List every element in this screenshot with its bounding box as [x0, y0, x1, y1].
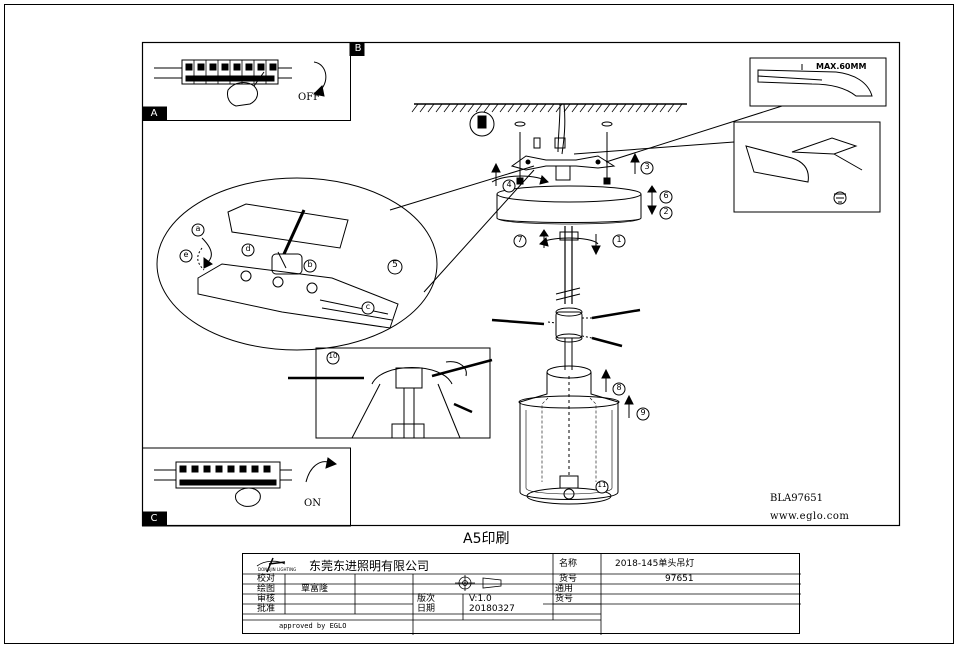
logo-text: DONGJIN LIGHTING [258, 567, 297, 572]
callout-6: 6 [663, 191, 669, 200]
mounting-bracket [510, 155, 616, 181]
panel-b-letter: B [354, 43, 362, 54]
max-length-label: MAX.60MM [816, 62, 867, 71]
sub-d-circle [241, 243, 255, 257]
callout-10-circle [326, 351, 340, 365]
outer-frame [4, 4, 954, 644]
detail-glass-fixing [288, 347, 493, 439]
ceiling [411, 103, 687, 113]
company-name: 东莞东进照明有限公司 [309, 559, 430, 573]
sub-callout-b: b [307, 260, 313, 269]
callout-1-circle [612, 234, 626, 248]
callout-1: 1 [616, 235, 622, 244]
panel-a-letter: A [150, 108, 158, 119]
off-label: OFF [298, 92, 321, 103]
detail-max-length [749, 57, 887, 107]
callout-3-circle [640, 161, 654, 175]
callout-4: 4 [506, 180, 512, 189]
callout-7-circle [513, 234, 527, 248]
sub-callout-c: c [365, 302, 371, 311]
version: V:1.0 [469, 594, 492, 604]
callout-8: 8 [616, 383, 622, 392]
title-block-grid [243, 554, 801, 635]
website: www.eglo.com [770, 511, 850, 522]
callout-7: 7 [517, 235, 523, 244]
approved-by: approved by EGLO [279, 622, 347, 630]
item-no: 97651 [665, 574, 694, 584]
callout-2-circle [659, 206, 673, 220]
sub-callout-e: e [183, 250, 189, 259]
sub-c-circle [361, 301, 375, 315]
drawing-svg [141, 41, 901, 527]
canopy [496, 185, 642, 225]
projection-symbol [455, 575, 502, 591]
title-block: DONGJIN LIGHTING 东莞东进照明有限公司 名称 2018-145单… [242, 553, 801, 635]
print-size-label: A5印刷 [463, 531, 510, 547]
on-label: ON [304, 498, 321, 509]
callout-5: 5 [392, 260, 398, 270]
sub-a-circle [191, 223, 205, 237]
label-name: 名称 [559, 559, 578, 569]
drill-symbol [469, 111, 495, 137]
panel-c-letter: C [150, 513, 158, 524]
assembly-drawing: B A C OFF ON MAX.60MM BLA97651 www.eglo.… [141, 41, 901, 527]
sub-callout-a: a [195, 224, 201, 233]
sub-callout-d: d [245, 244, 251, 253]
glass-shade [518, 365, 620, 505]
label-common: 通用 [555, 584, 574, 594]
label-approve: 批准 [257, 604, 276, 614]
label-proofread: 校对 [257, 574, 276, 584]
callout-3: 3 [644, 162, 650, 171]
callout-9-circle [636, 407, 650, 421]
sub-e-circle [179, 249, 193, 263]
label-version: 版次 [417, 594, 436, 604]
sub-b-circle [303, 259, 317, 273]
lamp-holder [491, 307, 641, 370]
model-code: BLA97651 [770, 493, 824, 504]
callout-2: 2 [663, 207, 669, 216]
callout-11: 11 [597, 481, 607, 489]
product-name: 2018-145单头吊灯 [615, 559, 695, 569]
drawn-by: 覃富隆 [301, 584, 329, 594]
label-item-no: 货号 [559, 574, 578, 584]
callout-11-circle [595, 480, 609, 494]
label-drawn: 绘图 [257, 584, 276, 594]
label-date: 日期 [417, 604, 436, 614]
detail-earth-wire [733, 121, 881, 213]
label-review: 审核 [257, 594, 276, 604]
date: 20180327 [469, 604, 515, 614]
panel-a-marker [142, 106, 167, 121]
panel-c-switch-on [142, 447, 351, 527]
callout-6-circle [659, 190, 673, 204]
panel-b-switch-off [142, 42, 365, 121]
detail-terminal-block [156, 165, 535, 351]
callout-4-circle [502, 179, 516, 193]
label-item-no-2: 货号 [555, 594, 574, 604]
callout-8-circle [612, 382, 626, 396]
callout-5-circle [387, 259, 403, 275]
callout-9: 9 [640, 408, 646, 417]
company-logo [256, 557, 286, 573]
callout-10: 10 [328, 352, 338, 360]
